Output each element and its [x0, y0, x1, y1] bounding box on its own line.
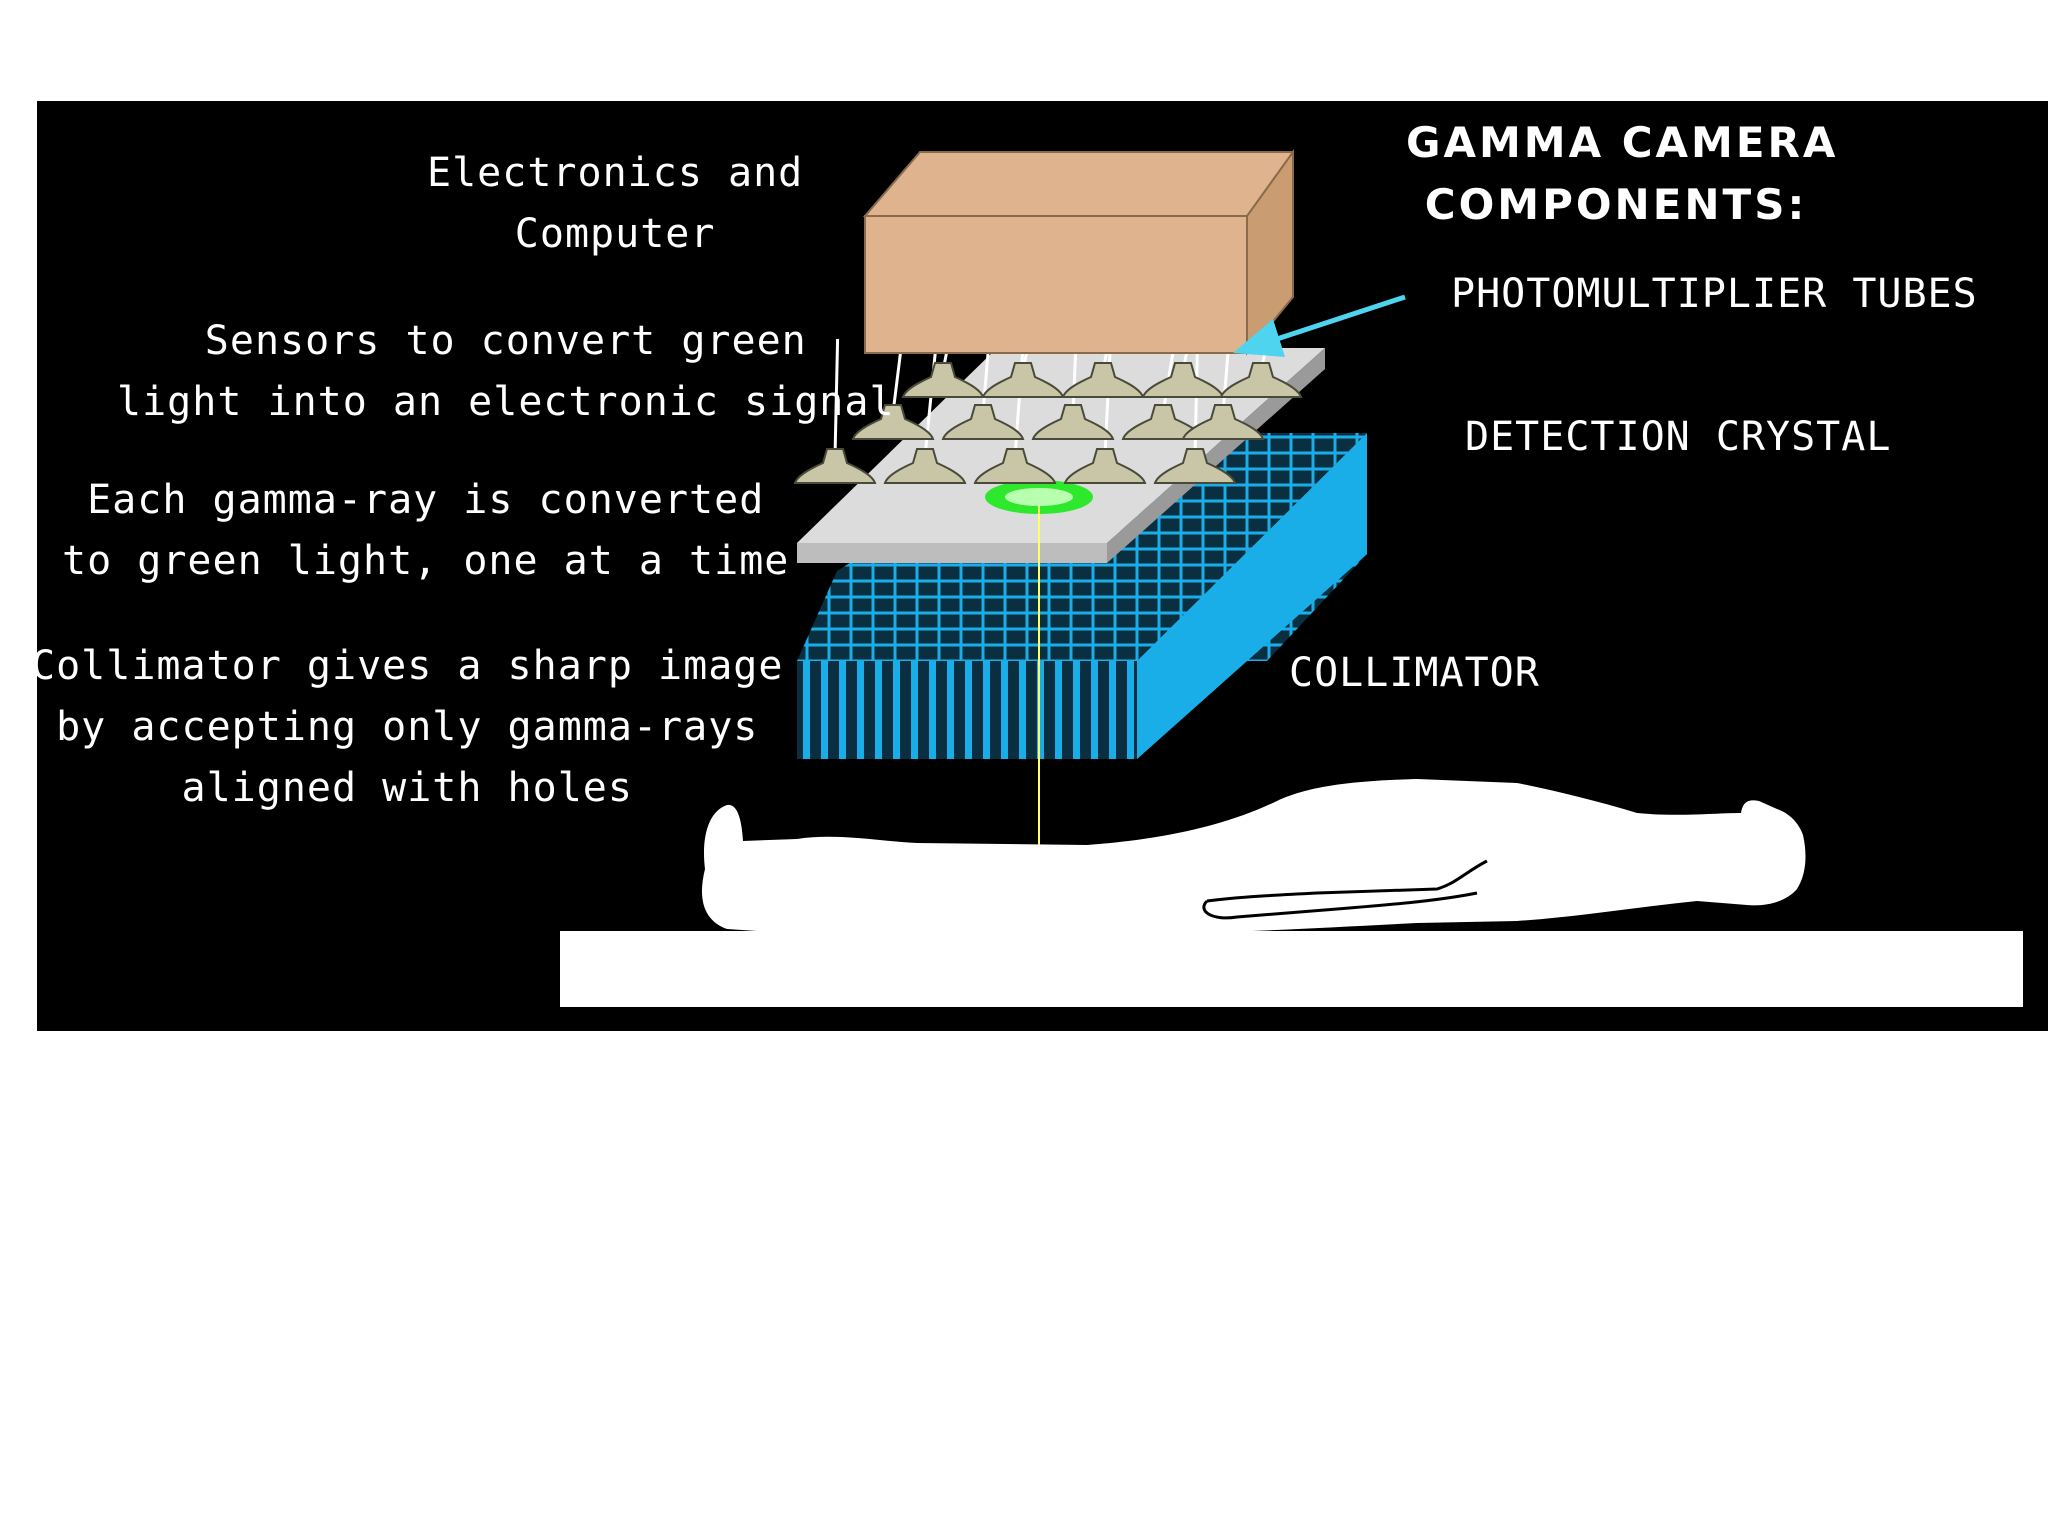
scintillation-spot-core [1005, 488, 1073, 506]
collimator-hole [1073, 661, 1080, 759]
pmt-wire [833, 338, 840, 458]
photomultiplier-label: PHOTOMULTIPLIER TUBES [1451, 271, 1978, 317]
sensors-label: Sensors to convert green light into an e… [117, 311, 895, 433]
box-front [864, 215, 1248, 354]
sensors-label-line-1: Sensors to convert green [204, 318, 807, 364]
collimator-hole [803, 661, 810, 759]
gamma-ray-label: Each gamma-ray is converted to green lig… [62, 470, 789, 592]
photomultiplier-tube [941, 404, 1025, 440]
collimator-hole [1109, 661, 1116, 759]
collimator-hole [1019, 661, 1026, 759]
collimator-hole [1001, 661, 1008, 759]
gamma-ray-label-line-1: Each gamma-ray is converted [87, 477, 765, 523]
patient-silhouette [701, 779, 1806, 936]
diagram-title: GAMMA CAMERA COMPONENTS: [1406, 112, 1839, 236]
collimator-hole [911, 661, 918, 759]
photomultiplier-tube [883, 448, 967, 484]
electronics-label-line-2: Computer [514, 211, 716, 257]
collimator-hole [893, 661, 900, 759]
photomultiplier-tube [851, 404, 935, 440]
photomultiplier-tube [1153, 448, 1237, 484]
collimator-description: Collimator gives a sharp image by accept… [37, 636, 783, 819]
collimator-hole [1091, 661, 1098, 759]
collimator-hole [821, 661, 828, 759]
collimator-hole [983, 661, 990, 759]
electronics-label-line-1: Electronics and [427, 150, 804, 196]
photomultiplier-tube [1063, 448, 1147, 484]
collimator-hole [1055, 661, 1062, 759]
photomultiplier-tube [793, 448, 877, 484]
collimator-hole [965, 661, 972, 759]
title-line-1: GAMMA CAMERA [1406, 118, 1839, 167]
diagram-artwork [560, 148, 2023, 1007]
box-top [862, 151, 1294, 217]
photomultiplier-arrow [1233, 294, 1406, 357]
photomultiplier-tubes [793, 362, 1303, 484]
title-line-2: COMPONENTS: [1424, 180, 1808, 229]
electronics-box [862, 148, 1294, 356]
collimator-hole [929, 661, 936, 759]
photomultiplier-tube [1031, 404, 1115, 440]
collimator-description-line-3: aligned with holes [181, 765, 633, 811]
gamma-ray-label-line-2: to green light, one at a time [62, 538, 790, 584]
gamma-camera-diagram: GAMMA CAMERA COMPONENTS: Electronics and… [37, 101, 2048, 1031]
crystal-front [797, 543, 1107, 563]
collimator-hole [1037, 661, 1044, 759]
sensors-label-line-2: light into an electronic signal [117, 379, 895, 425]
collimator-hole [1127, 661, 1134, 759]
patient-table [560, 931, 2023, 1007]
collimator-description-line-2: by accepting only gamma-rays [56, 704, 759, 750]
photomultiplier-tube [1181, 404, 1265, 440]
crystal-side [1107, 348, 1325, 563]
collimator-description-line-1: Collimator gives a sharp image [37, 643, 784, 689]
photomultiplier-tube [1219, 362, 1303, 398]
collimator-hole [947, 661, 954, 759]
collimator-holes [803, 661, 1134, 759]
collimator-hole [875, 661, 882, 759]
collimator-label: COLLIMATOR [1289, 650, 1540, 696]
detection-crystal-label: DETECTION CRYSTAL [1465, 414, 1892, 460]
collimator-hole [857, 661, 864, 759]
photomultiplier-tube [973, 448, 1057, 484]
electronics-label: Electronics and Computer [427, 143, 803, 265]
collimator-hole [839, 661, 846, 759]
collimator-right-face [1137, 433, 1367, 759]
